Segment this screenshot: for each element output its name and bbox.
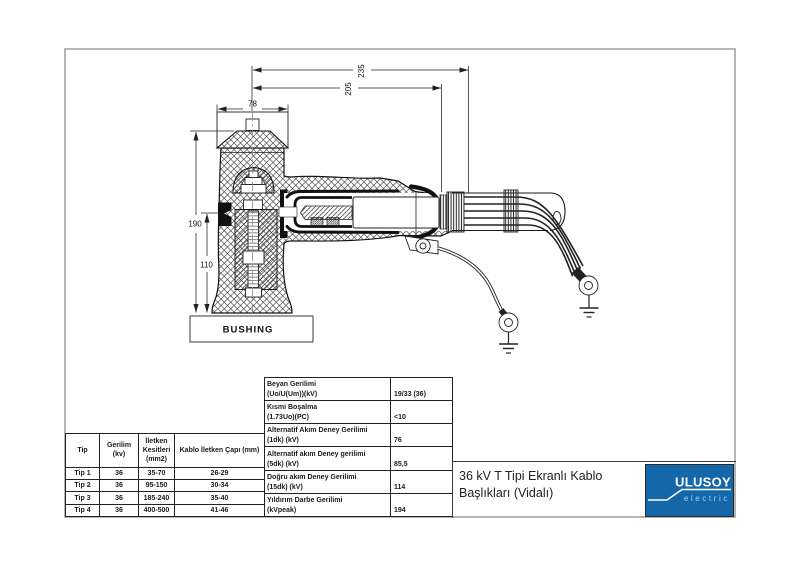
cable-end xyxy=(439,189,584,277)
col-header-cap: Kablo İletken Çapı (mm) xyxy=(174,433,265,468)
cap-insulation xyxy=(215,130,290,149)
table-row: Alternatif Akım Deney Gerilimi(1dk) (kV)… xyxy=(264,423,453,448)
screen-terminal xyxy=(571,266,599,318)
ground-symbol-screen xyxy=(579,295,599,318)
dimension-190: 190 xyxy=(188,130,234,313)
earth-wire xyxy=(437,246,519,354)
screen-wires xyxy=(464,196,584,277)
test-point-cap xyxy=(218,202,232,226)
sheet-border-frame xyxy=(64,48,736,518)
threaded-stud xyxy=(248,211,259,288)
connector-assembly xyxy=(278,184,452,241)
col-header-gerilim: Gerilim(kv) xyxy=(99,433,139,468)
dim-label-205: 205 xyxy=(344,82,353,96)
dim-label-110: 110 xyxy=(200,261,213,270)
dim-label-78: 78 xyxy=(248,100,257,109)
dimension-235: 235 xyxy=(251,64,469,193)
table-row: Yıldırım Darbe Gerilimi(kVpeak) 194 xyxy=(264,492,453,518)
dimension-205: 205 xyxy=(252,82,442,192)
table-row: Tip 3 36 185-240 35-40 xyxy=(65,491,265,505)
braid-band-1 xyxy=(446,191,465,233)
company-logo: ULUSOY electric xyxy=(645,464,734,517)
table-row: Tip 2 36 95-150 30-34 xyxy=(65,479,265,493)
table-row: Kısmi Boşalma(1.73Uo)(PC) <10 xyxy=(264,400,453,425)
page-title: 36 kV T Tipi Ekranlı Kablo Başlıkları (V… xyxy=(459,469,603,500)
logo-background xyxy=(646,465,733,516)
ground-symbol-earth xyxy=(499,332,518,354)
connector-barrel xyxy=(352,196,440,229)
table-row: Tip 4 36 400-500 41-46 xyxy=(65,503,265,518)
bushing-label: BUSHING xyxy=(223,325,274,336)
dim-label-235: 235 xyxy=(357,64,366,78)
logo-subtitle: electric xyxy=(684,494,730,503)
bushing-box: BUSHING xyxy=(189,315,314,343)
earth-lug xyxy=(404,235,439,255)
braid-band-2 xyxy=(503,189,519,233)
table-row: Tip 1 36 35-70 26-29 xyxy=(65,466,265,481)
table-row: Beyan Gerilimi(Uo/U(Um))(kV) 19/33 (36) xyxy=(264,376,453,402)
dimension-110: 110 xyxy=(200,212,221,313)
inner-connector-details xyxy=(218,166,288,298)
logo-swoosh xyxy=(648,488,731,501)
spring-band xyxy=(439,194,448,230)
col-header-tip: Tip xyxy=(65,433,100,468)
title-block: 36 kV T Tipi Ekranlı Kablo Başlıkları (V… xyxy=(452,461,736,518)
dimension-78: 78 xyxy=(216,100,289,112)
dim-label-190: 190 xyxy=(188,220,202,229)
table-row: Alternatif akım Deney gerilimi(5dk) (kV)… xyxy=(264,446,453,471)
table-row: Doğru akım Deney Gerilimi(15dk) (kV) 114 xyxy=(264,469,453,494)
logo-name: ULUSOY xyxy=(675,475,731,490)
stranded-conductor xyxy=(300,205,353,220)
electrical-spec-table: Beyan Gerilimi(Uo/U(Um))(kV) 19/33 (36) … xyxy=(264,376,453,518)
